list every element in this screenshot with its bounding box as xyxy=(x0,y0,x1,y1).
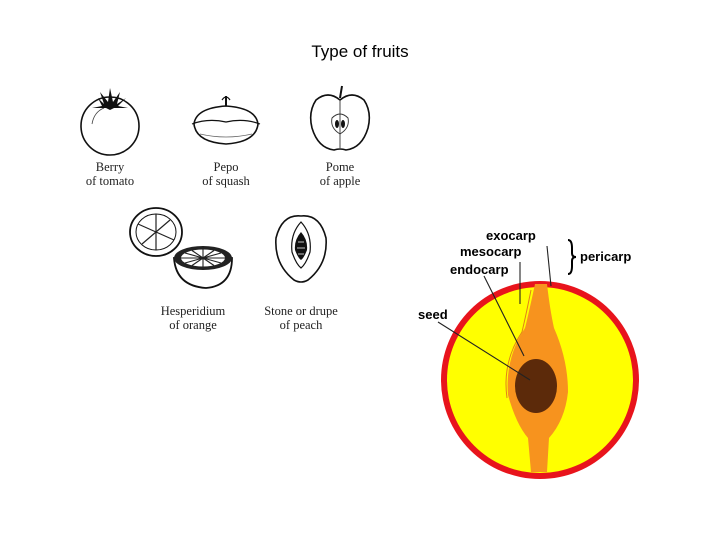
apple-illustration xyxy=(306,82,374,156)
caption-hesperidium: Hesperidium of orange xyxy=(138,304,248,332)
page-title: Type of fruits xyxy=(0,42,720,62)
drupe-cross-section-diagram: exocarp mesocarp endocarp seed pericarp xyxy=(400,220,700,480)
caption-pome: Pome of apple xyxy=(290,160,390,188)
label-seed: seed xyxy=(418,307,448,322)
caption-berry: Berry of tomato xyxy=(60,160,160,188)
seed-shape xyxy=(515,359,557,413)
label-exocarp: exocarp xyxy=(486,228,536,243)
caption-pepo: Pepo of squash xyxy=(176,160,276,188)
label-pericarp: pericarp xyxy=(580,249,631,264)
orange-illustration xyxy=(124,204,236,294)
label-endocarp: endocarp xyxy=(450,262,509,277)
tomato-illustration xyxy=(74,84,146,156)
squash-illustration xyxy=(188,92,264,152)
peach-illustration xyxy=(270,208,332,288)
label-mesocarp: mesocarp xyxy=(460,244,521,259)
caption-drupe: Stone or drupe of peach xyxy=(246,304,356,332)
